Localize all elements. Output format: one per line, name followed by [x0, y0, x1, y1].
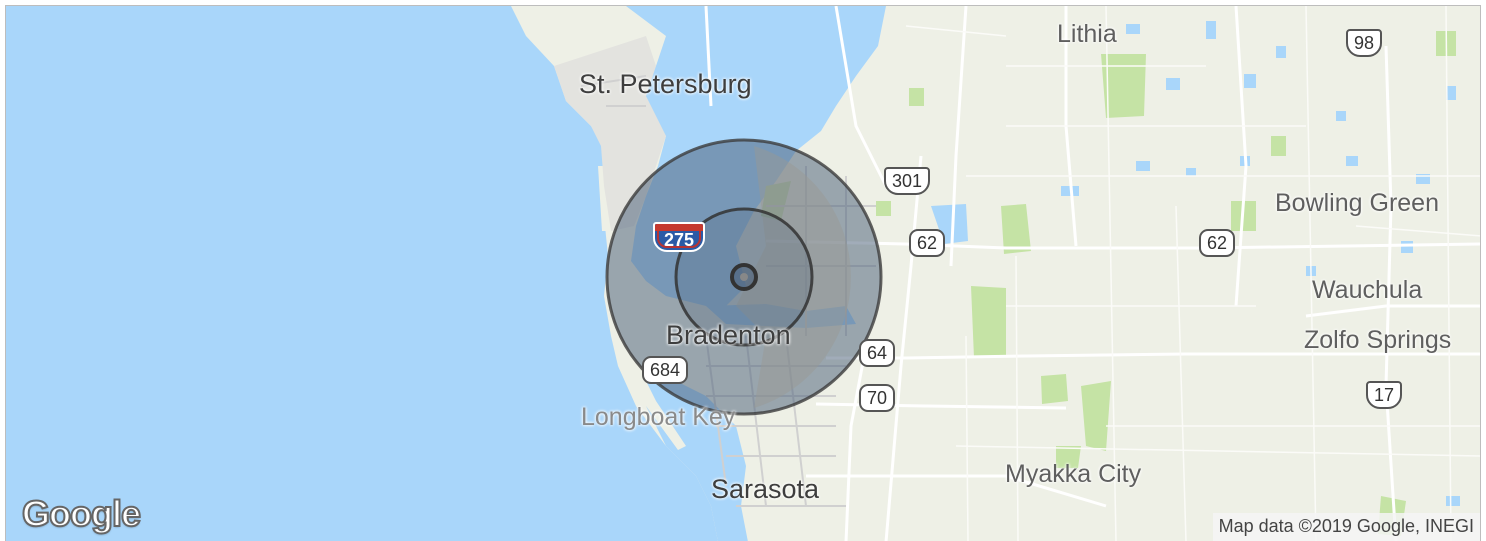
city-label-sarasota: Sarasota — [711, 474, 820, 504]
route-shield-sr70: 70 — [859, 384, 896, 412]
route-shield-us17: 17 — [1366, 381, 1403, 409]
route-shield-sr64: 64 — [859, 339, 896, 367]
route-shield-us98: 98 — [1346, 29, 1383, 57]
map-canvas[interactable] — [6, 6, 1481, 541]
sarasota-bay-water — [646, 366, 748, 541]
route-shield-us301: 301 — [884, 167, 931, 195]
radius-rings[interactable] — [605, 138, 883, 416]
city-label-longboat-key: Longboat Key — [581, 403, 736, 431]
city-label-wauchula: Wauchula — [1312, 276, 1423, 304]
city-label-lithia: Lithia — [1057, 20, 1117, 48]
interstate-banner — [655, 224, 703, 231]
map-attribution[interactable]: Map data ©2019 Google, INEGI — [1212, 513, 1480, 541]
city-label-myakka-city: Myakka City — [1005, 460, 1142, 488]
barrier-island — [614, 336, 686, 450]
route-shield-i275-label: 275 — [663, 230, 695, 250]
route-shield-sr62-west: 62 — [909, 229, 946, 257]
route-shield-i275: 275 — [653, 222, 705, 252]
center-marker[interactable] — [740, 273, 748, 281]
city-label-bowling-green: Bowling Green — [1275, 189, 1439, 217]
city-label-zolfo-springs: Zolfo Springs — [1304, 326, 1452, 354]
route-shield-sr62-east: 62 — [1199, 229, 1236, 257]
google-logo[interactable]: Google — [21, 492, 142, 535]
route-shield-sr684: 684 — [642, 356, 689, 384]
gulf-water — [6, 6, 718, 541]
map-container[interactable]: Lithia St. Petersburg Bowling Green Wauc… — [5, 5, 1481, 541]
city-label-st-petersburg: St. Petersburg — [579, 69, 752, 99]
minor-roads — [905, 6, 1480, 541]
city-label-bradenton: Bradenton — [666, 320, 791, 350]
st-pete-land — [554, 36, 666, 231]
